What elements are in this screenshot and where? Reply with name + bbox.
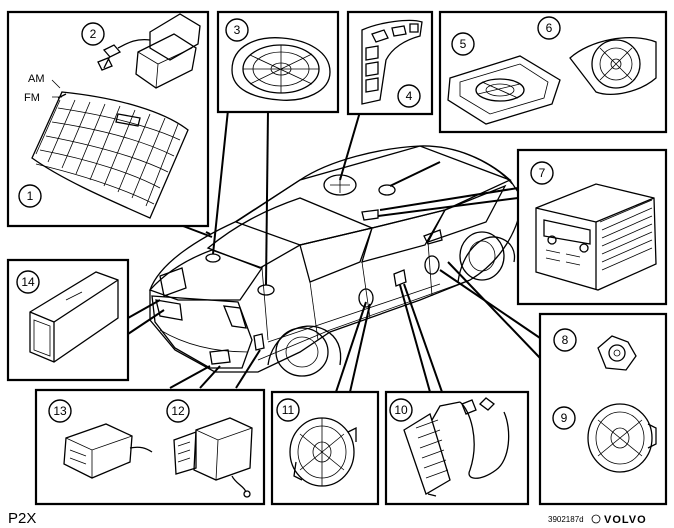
panel-boxes bbox=[6, 10, 668, 506]
callout-circle-8 bbox=[553, 328, 577, 352]
callout-circle-11 bbox=[276, 398, 300, 422]
registered-mark-icon bbox=[591, 514, 601, 524]
callout-6: 6 bbox=[546, 21, 553, 35]
callout-3: 3 bbox=[234, 23, 241, 37]
dash-side-speaker bbox=[569, 36, 657, 95]
label-am: AM bbox=[28, 73, 45, 85]
radio-head-unit bbox=[535, 183, 657, 291]
callout-circle-4 bbox=[397, 84, 421, 108]
dash-centre-speaker bbox=[447, 55, 561, 125]
front-door-speaker bbox=[587, 403, 657, 473]
callout-2: 2 bbox=[90, 27, 97, 41]
callout-circle-6 bbox=[537, 16, 561, 40]
callout-14: 14 bbox=[21, 275, 35, 289]
callout-5: 5 bbox=[460, 37, 467, 51]
callout-circle-3 bbox=[225, 18, 249, 42]
callout-circle-5 bbox=[451, 32, 475, 56]
panel-7-head-unit bbox=[516, 148, 668, 306]
callout-13: 13 bbox=[53, 404, 67, 418]
callout-10: 10 bbox=[394, 403, 408, 417]
callout-circle-7 bbox=[530, 161, 554, 185]
callout-circle-10 bbox=[389, 398, 413, 422]
rear-door-speaker bbox=[289, 417, 357, 487]
brand-name: VOLVO bbox=[604, 514, 647, 526]
cd-changer bbox=[29, 271, 119, 363]
footer: P2X 3902187d VOLVO bbox=[8, 510, 647, 527]
callout-1: 1 bbox=[27, 189, 34, 203]
callout-11: 11 bbox=[282, 403, 295, 417]
callout-circle-2 bbox=[81, 22, 105, 46]
callout-12: 12 bbox=[171, 404, 185, 418]
callout-circle-1 bbox=[18, 184, 42, 208]
antenna-cable bbox=[403, 397, 510, 497]
panel-14-cd-changer bbox=[6, 258, 130, 382]
amplifier-module bbox=[63, 423, 153, 479]
callout-circle-12 bbox=[166, 399, 190, 423]
panel-10-antenna-cable bbox=[384, 390, 530, 506]
callout-9: 9 bbox=[561, 411, 568, 425]
callout-8: 8 bbox=[562, 333, 569, 347]
callout-circle-9 bbox=[552, 406, 576, 430]
panel-5-6-dash-speakers bbox=[438, 10, 668, 134]
leader-lines bbox=[127, 104, 541, 393]
page-id: P2X bbox=[8, 510, 36, 527]
callout-4: 4 bbox=[406, 89, 413, 103]
panel-3-speaker bbox=[216, 10, 340, 114]
callout-circle-13 bbox=[48, 399, 72, 423]
audio-control-module bbox=[173, 417, 253, 498]
label-fm: FM bbox=[24, 92, 40, 104]
callout-circle-14 bbox=[16, 270, 40, 294]
steering-wheel-keypad bbox=[361, 19, 423, 105]
rear-shelf-speaker bbox=[231, 37, 331, 101]
antenna-amplifier bbox=[97, 13, 201, 89]
callout-markers: 1 2 3 4 5 6 7 8 9 10 11 12 13 14 bbox=[16, 16, 577, 430]
figure-reference: 3902187d bbox=[548, 515, 584, 524]
windscreen-antenna: AM FM bbox=[24, 73, 189, 219]
door-tweeter bbox=[597, 335, 637, 371]
callout-7: 7 bbox=[539, 166, 546, 180]
